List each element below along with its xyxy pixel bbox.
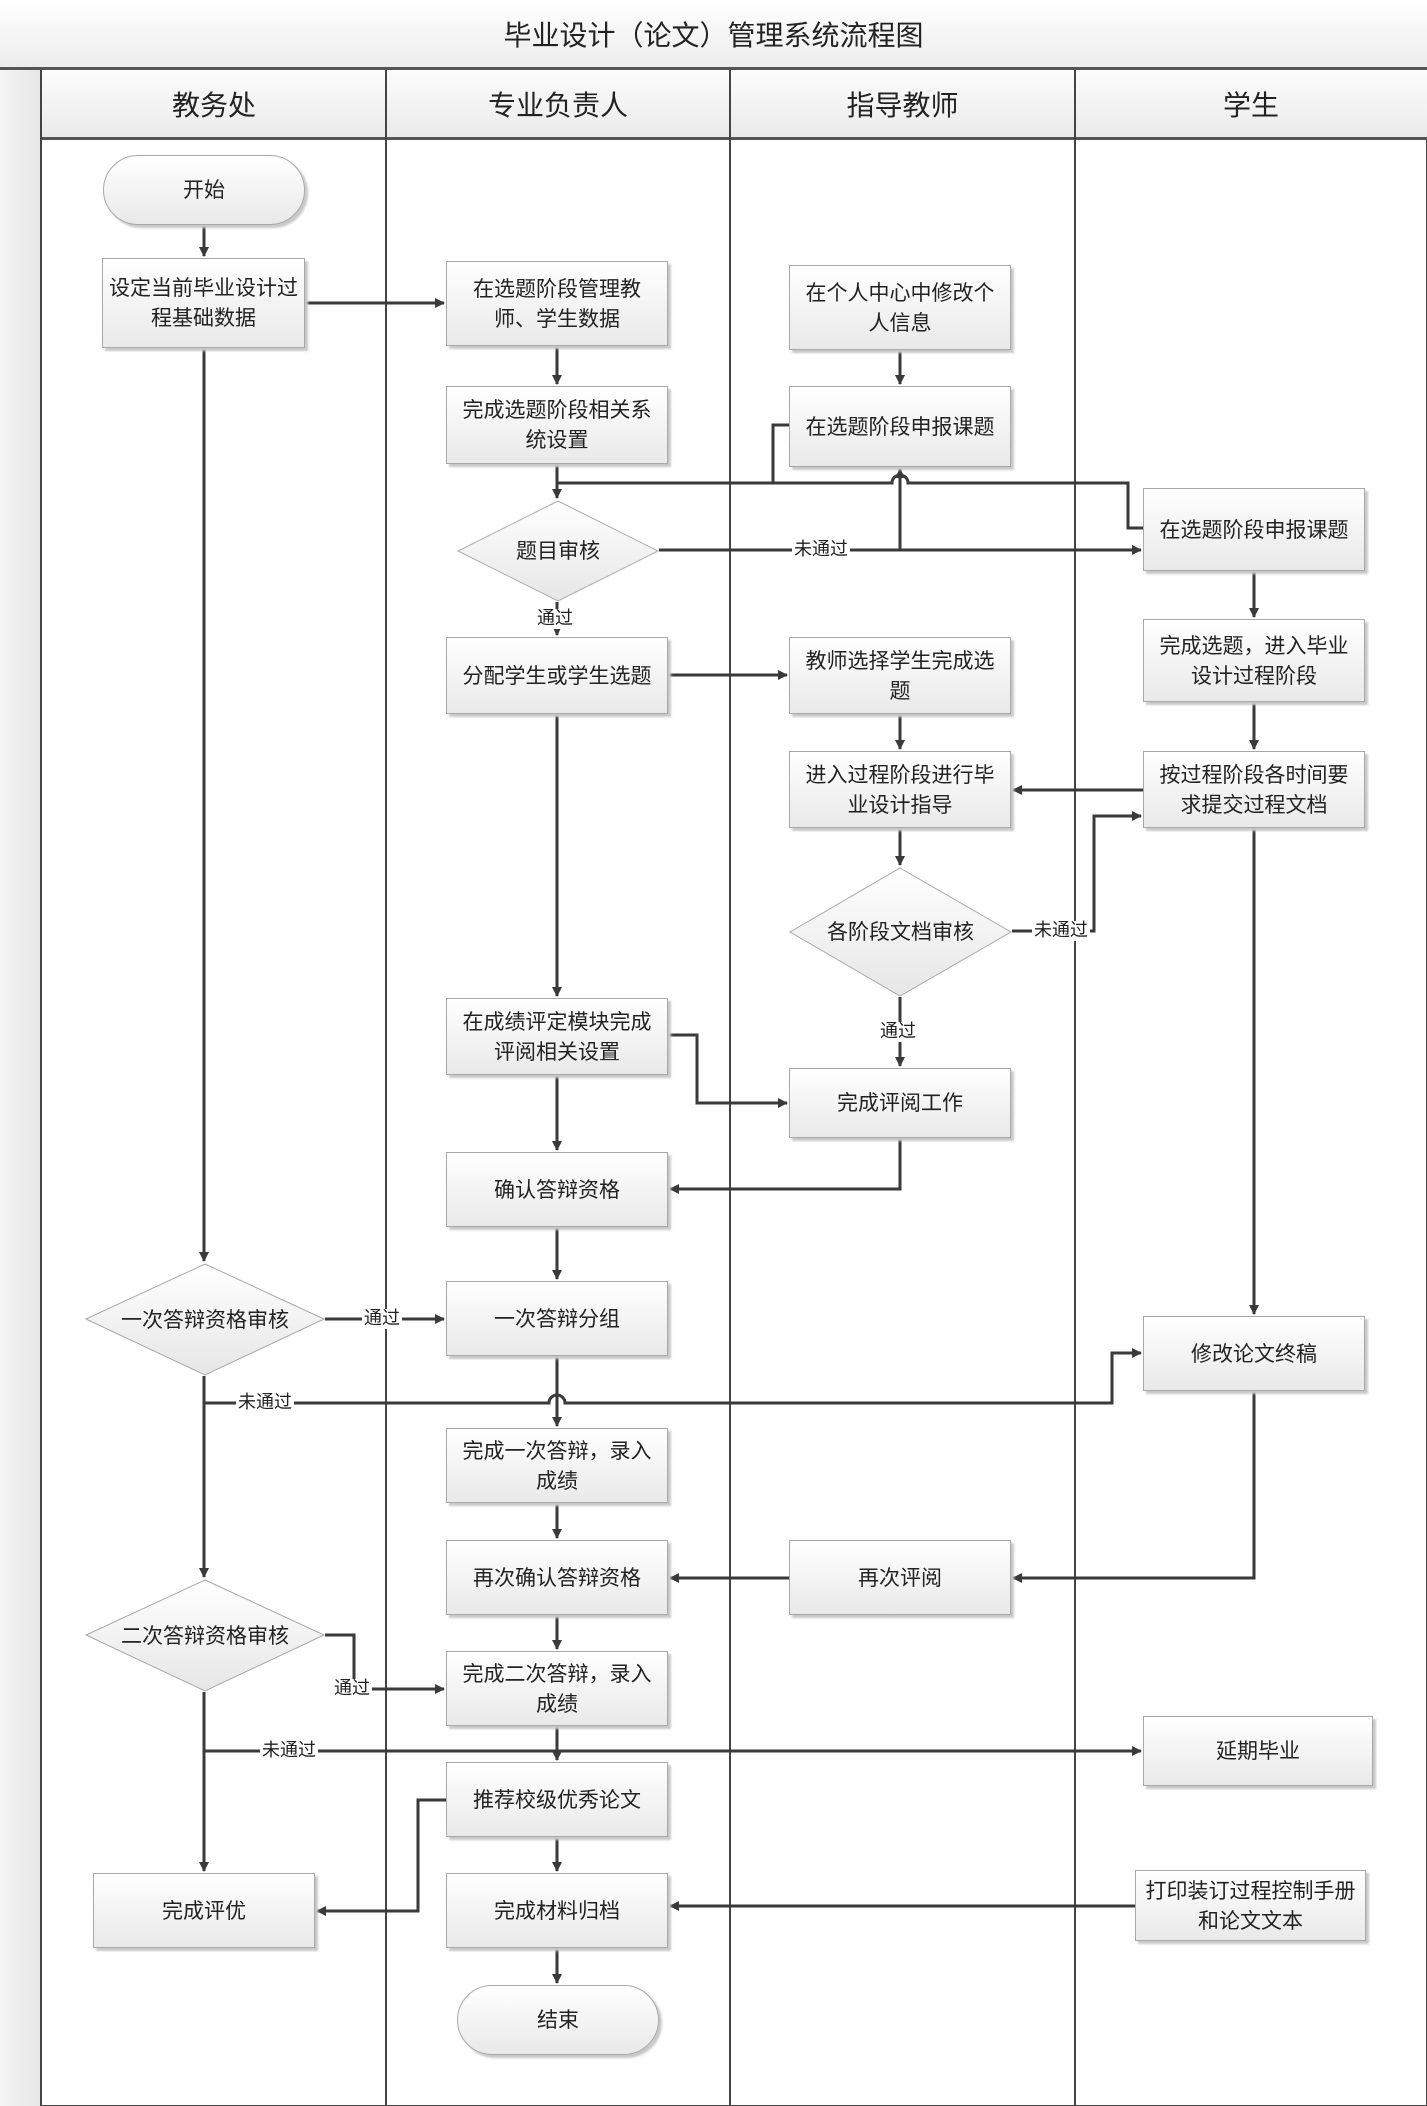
process-guidance: 进入过程阶段进行毕业设计指导 [789,751,1011,828]
decision-label: 二次答辩资格审核 [121,1623,289,1648]
left-strip [0,70,42,2106]
end-node: 结束 [457,1985,659,2055]
edge-recommend-to-excellence [316,1798,446,1916]
process-edit-profile: 在个人中心中修改个人信息 [789,265,1011,350]
process-assign-topic: 分配学生或学生选题 [446,637,668,714]
edge-secondqual-pass [325,1633,445,1694]
edge-reviewsettings-to-finishreview [668,1033,788,1108]
process-confirm-defense: 确认答辩资格 [446,1152,668,1227]
lane-divider [1074,70,1076,2106]
decision-first-defense-qualification: 一次答辩资格审核 [85,1263,325,1376]
process-re-review: 再次评阅 [789,1540,1011,1615]
edge-finishreview-to-confirm [669,1138,902,1194]
process-recommend: 推荐校级优秀论文 [446,1762,668,1837]
process-teacher-select: 教师选择学生完成选题 [789,637,1011,714]
edge-revise-to-rereview [1012,1391,1256,1583]
edge-label-doc-fail: 未通过 [1032,920,1090,941]
decision-label: 各阶段文档审核 [827,920,974,944]
edge-firstqual-fail [202,1348,1142,1405]
process-manage-data: 在选题阶段管理教师、学生数据 [446,261,668,346]
start-node: 开始 [103,155,305,225]
decision-doc-review: 各阶段文档审核 [789,867,1012,997]
process-set-base-data: 设定当前毕业设计过程基础数据 [102,258,305,348]
process-topic-settings: 完成选题阶段相关系统设置 [446,386,668,464]
lane-header-academic-office: 教务处 [42,70,386,140]
process-review-settings: 在成绩评定模块完成评阅相关设置 [446,998,668,1075]
process-submit-docs: 按过程阶段各时间要求提交过程文档 [1143,751,1365,828]
decision-second-defense-qualification: 二次答辩资格审核 [85,1579,325,1692]
process-finish-selection: 完成选题，进入毕业设计过程阶段 [1143,619,1365,702]
process-first-group: 一次答辩分组 [446,1281,668,1356]
edge-label-doc-pass: 通过 [878,1021,918,1042]
lane-header-advisor: 指导教师 [730,70,1075,140]
lane-divider [729,70,731,2106]
process-print-bind: 打印装订过程控制手册和论文文本 [1135,1870,1366,1941]
decision-label: 一次答辩资格审核 [121,1307,289,1332]
edge-label-first-fail: 未通过 [236,1392,294,1413]
process-second-defense-done: 完成二次答辩，录入成绩 [446,1651,668,1726]
edge-label-second-pass: 通过 [332,1678,372,1699]
edge-label-second-fail: 未通过 [260,1740,318,1761]
edge-label-topic-fail: 未通过 [792,539,850,560]
process-teacher-declare: 在选题阶段申报课题 [789,386,1011,467]
process-excellence: 完成评优 [93,1873,315,1948]
lane-header-major-head: 专业负责人 [386,70,730,140]
decision-label: 题目审核 [516,539,600,563]
lane-divider [385,70,387,2106]
process-first-defense-done: 完成一次答辩，录入成绩 [446,1428,668,1503]
process-delay-graduation: 延期毕业 [1143,1716,1373,1786]
process-archive: 完成材料归档 [446,1873,668,1948]
process-student-declare: 在选题阶段申报课题 [1143,488,1365,571]
decision-topic-review: 题目审核 [457,500,659,602]
diagram-title: 毕业设计（论文）管理系统流程图 [0,0,1427,70]
edge-label-first-pass: 通过 [362,1308,402,1329]
edge-label-topic-pass: 通过 [535,608,575,629]
edge-docreview-fail [1012,811,1142,933]
lane-header-student: 学生 [1075,70,1427,140]
process-reconfirm: 再次确认答辩资格 [446,1540,668,1615]
process-finish-review: 完成评阅工作 [789,1068,1011,1138]
process-revise-final: 修改论文终稿 [1143,1316,1365,1391]
